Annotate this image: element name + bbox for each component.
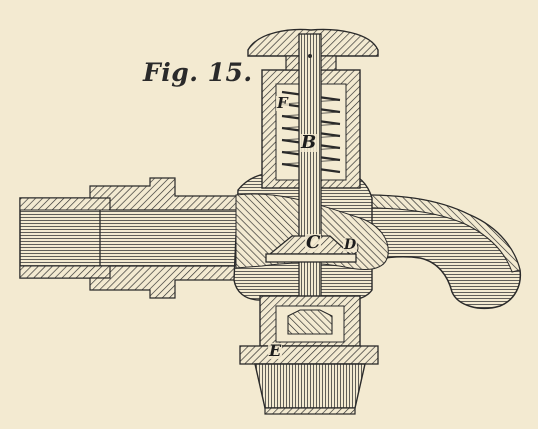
label-c: C: [305, 232, 322, 253]
label-e: E: [268, 341, 283, 360]
label-f: F: [276, 94, 289, 112]
base-cap: [254, 363, 366, 415]
label-b: B: [300, 132, 318, 153]
label-d: D: [343, 237, 358, 253]
inlet-pipe: [19, 177, 266, 299]
lower-chamber: [239, 295, 379, 365]
figure-title: Fig. 15.: [143, 58, 253, 87]
